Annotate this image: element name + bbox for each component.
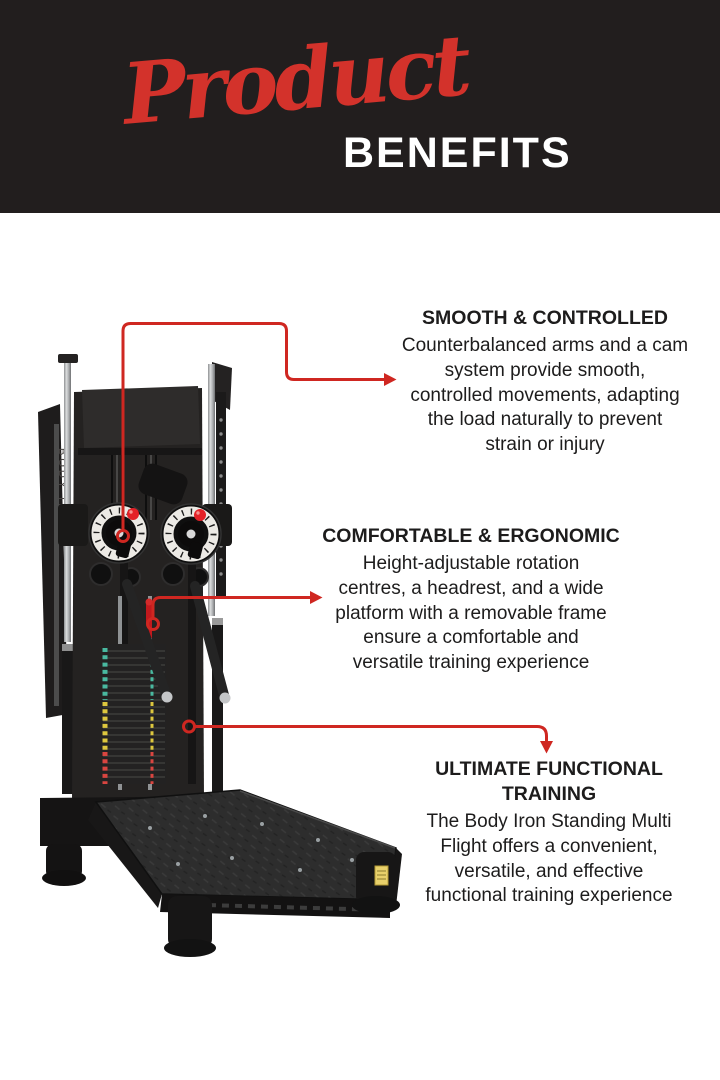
benefit-heading: COMFORTABLE & ERGONOMIC <box>322 525 620 547</box>
training-arm-left <box>122 579 171 699</box>
left-bracket <box>58 504 88 546</box>
header-banner: Product BENEFITS <box>0 0 720 213</box>
benefit-body: Counterbalanced arms and a cam system pr… <box>401 335 689 456</box>
benefit-block-smooth-controlled: SMOOTH & CONTROLLED Counterbalanced arms… <box>385 306 705 458</box>
left-tube-cap <box>62 644 73 651</box>
red-lever-knob <box>145 598 153 606</box>
header-caps-title: BENEFITS <box>343 129 572 177</box>
left-frame-plate <box>38 404 68 718</box>
machine-photo: BODY IRON <box>38 354 402 957</box>
mid-tube-right <box>188 556 196 784</box>
right-holes-column <box>216 392 226 598</box>
benefit-block-ultimate-functional: ULTIMATE FUNCTIONAL TRAINING The Body Ir… <box>389 757 709 909</box>
callout-line-comfortable <box>146 591 323 631</box>
red-knob-icon <box>127 508 139 520</box>
red-knob-icon <box>194 509 206 521</box>
rotation-dial-right <box>160 503 222 565</box>
arrow-right-icon <box>310 591 323 604</box>
headrest <box>138 463 188 505</box>
platform <box>40 789 402 957</box>
benefit-heading: ULTIMATE FUNCTIONAL TRAINING <box>435 758 663 805</box>
right-lower-tube <box>212 618 223 794</box>
shroud-lip <box>78 448 202 455</box>
platform-foot-front <box>168 896 212 948</box>
left-lower-tube <box>62 644 73 794</box>
benefit-block-comfortable-ergonomic: COMFORTABLE & ERGONOMIC Height-adjustabl… <box>311 524 631 676</box>
callout-line-smooth <box>116 322 397 543</box>
right-tube-cap <box>212 618 223 625</box>
arm-tip-right <box>219 692 231 704</box>
left-rear-rod <box>54 424 59 706</box>
arrow-right-icon <box>384 373 397 386</box>
benefit-body: The Body Iron Standing Multi Flight offe… <box>425 811 673 907</box>
benefit-heading: SMOOTH & CONTROLLED <box>422 307 668 329</box>
left-rod-cap <box>58 354 78 363</box>
callout-line-ultimate <box>182 719 553 754</box>
deck-bolts <box>148 814 354 872</box>
arrow-down-icon <box>540 741 553 754</box>
benefit-body: Height-adjustable rotation centres, a he… <box>335 553 607 674</box>
arm-tip-left <box>161 691 173 703</box>
left-chrome-rod <box>64 362 71 642</box>
tower-shroud <box>82 386 200 448</box>
right-chrome-rod <box>208 364 215 616</box>
callout-lines <box>116 322 553 754</box>
training-arm-right <box>190 581 229 700</box>
